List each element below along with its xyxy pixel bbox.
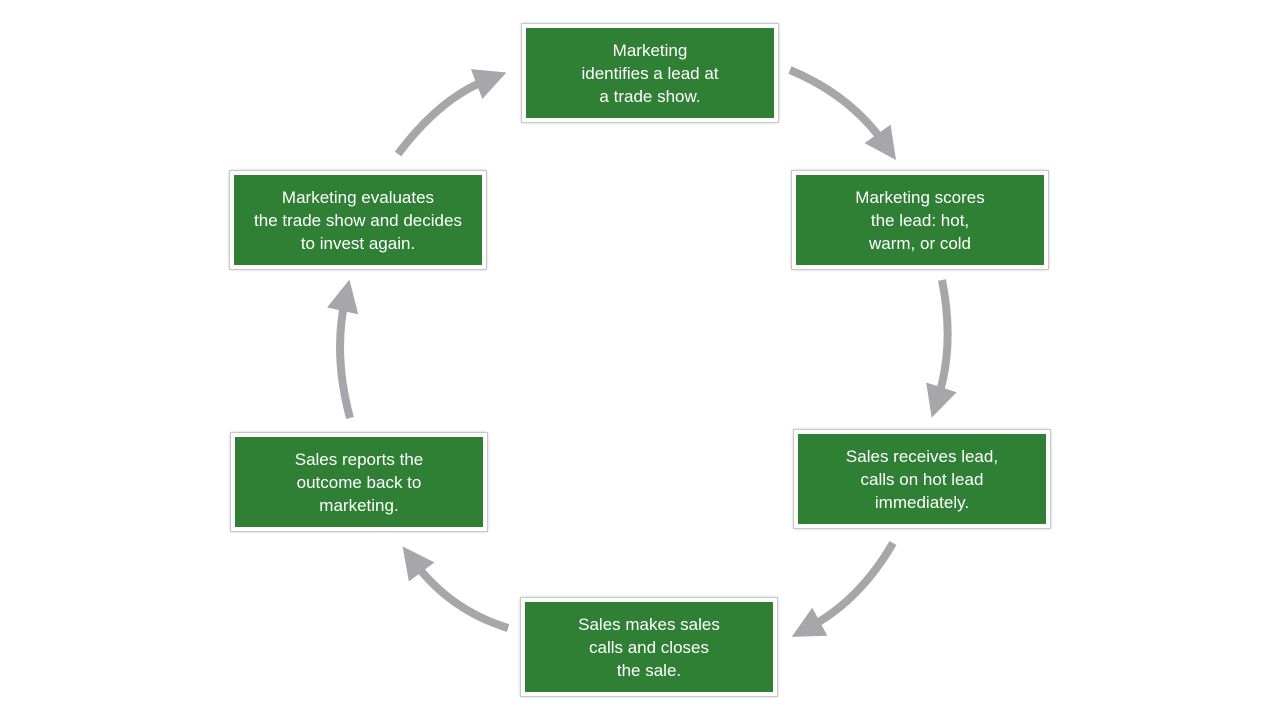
step-label: Sales receives lead, calls on hot lead i… (845, 446, 999, 512)
step-box-report-outcome: Sales reports the outcome back to market… (230, 432, 488, 532)
arrow-step1-to-step2 (788, 66, 897, 160)
step-box-identify-lead: Marketing identifies a lead at a trade s… (521, 23, 779, 123)
arrow-step4-to-step5 (402, 546, 510, 632)
step-box-evaluate-trade-show: Marketing evaluates the trade show and d… (229, 170, 487, 270)
step-box-close-sale: Sales makes sales calls and closes the s… (520, 597, 778, 697)
arrow-step2-to-step3 (926, 279, 957, 418)
arrow-step5-to-step6 (326, 279, 359, 420)
arrow-step3-to-step4 (791, 540, 897, 637)
step-label: Marketing evaluates the trade show and d… (254, 187, 462, 253)
arrow-step6-to-step1 (394, 69, 507, 157)
step-label: Sales reports the outcome back to market… (294, 449, 424, 515)
step-box-sales-receives-lead: Sales receives lead, calls on hot lead i… (793, 429, 1051, 529)
step-box-score-lead: Marketing scores the lead: hot, warm, or… (791, 170, 1049, 270)
step-label: Sales makes sales calls and closes the s… (578, 614, 720, 680)
step-label: Marketing identifies a lead at a trade s… (581, 40, 719, 106)
step-label: Marketing scores the lead: hot, warm, or… (855, 187, 985, 253)
